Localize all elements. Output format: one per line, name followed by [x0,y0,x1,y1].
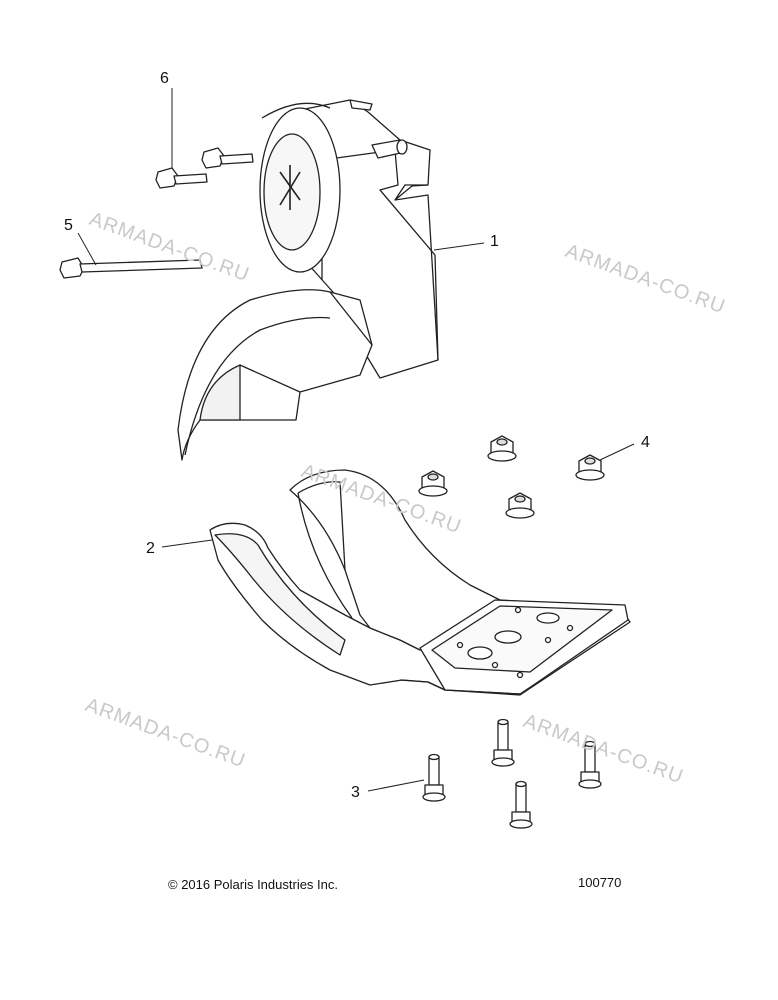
callout-3: 3 [351,784,360,801]
part-4-nuts [418,435,605,519]
callout-5: 5 [64,217,73,234]
leader-lines [77,88,635,792]
callout-6: 6 [160,70,169,87]
diagram-number: 100770 [578,875,622,890]
part-6-bolts [155,147,254,189]
part-1-upper-cover [177,99,439,461]
copyright-text: © 2016 Polaris Industries Inc. [168,877,338,892]
part-5-long-bolt [59,257,203,279]
part-2-skid-plate [209,469,631,696]
part-3-bolts [422,718,602,829]
callout-4: 4 [641,434,650,451]
callout-2: 2 [146,540,155,557]
callout-1: 1 [490,233,499,250]
